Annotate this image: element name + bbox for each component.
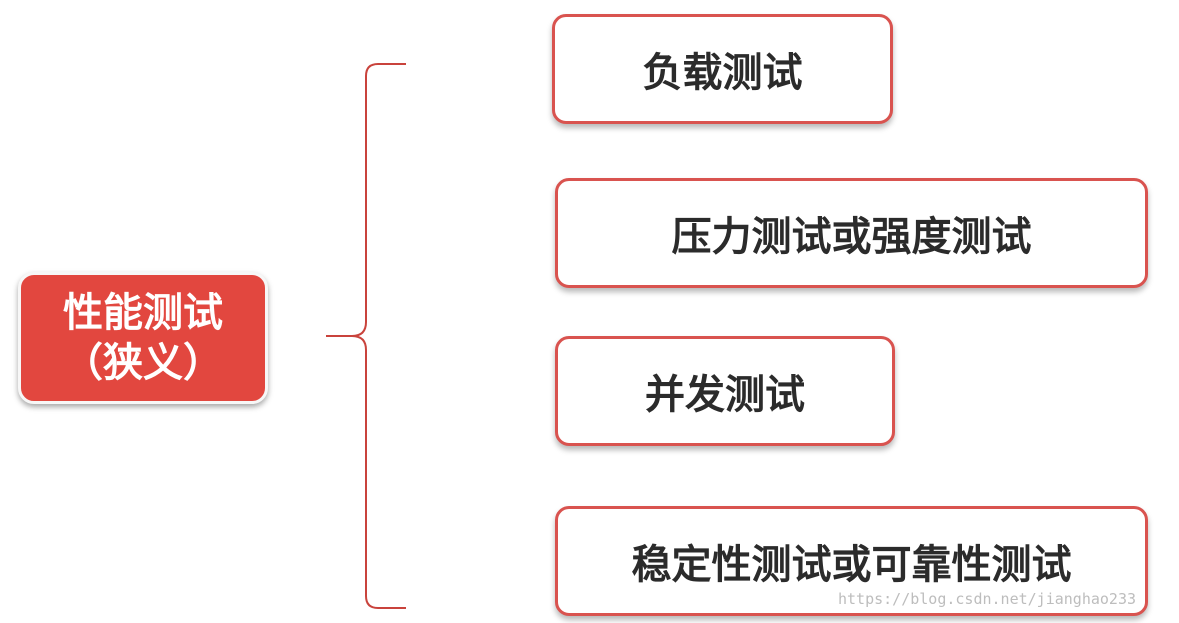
item-box-load-test: 负载测试 (552, 14, 893, 124)
root-node-box: 性能测试 （狭义） (18, 272, 268, 404)
curly-brace-path (326, 63, 406, 609)
watermark-text: https://blog.csdn.net/jianghao233 (838, 590, 1137, 608)
item-label: 并发测试 (645, 372, 805, 418)
item-label: 稳定性测试或可靠性测试 (631, 542, 1072, 588)
root-node-title: 性能测试 (63, 290, 223, 336)
item-box-concurrency-test: 并发测试 (555, 336, 895, 446)
item-box-stress-test: 压力测试或强度测试 (555, 178, 1148, 288)
item-box-stability-test: 稳定性测试或可靠性测试 (555, 506, 1148, 616)
root-node-subtitle: （狭义） (63, 340, 223, 386)
item-label: 负载测试 (642, 50, 803, 96)
item-label: 压力测试或强度测试 (671, 214, 1032, 260)
